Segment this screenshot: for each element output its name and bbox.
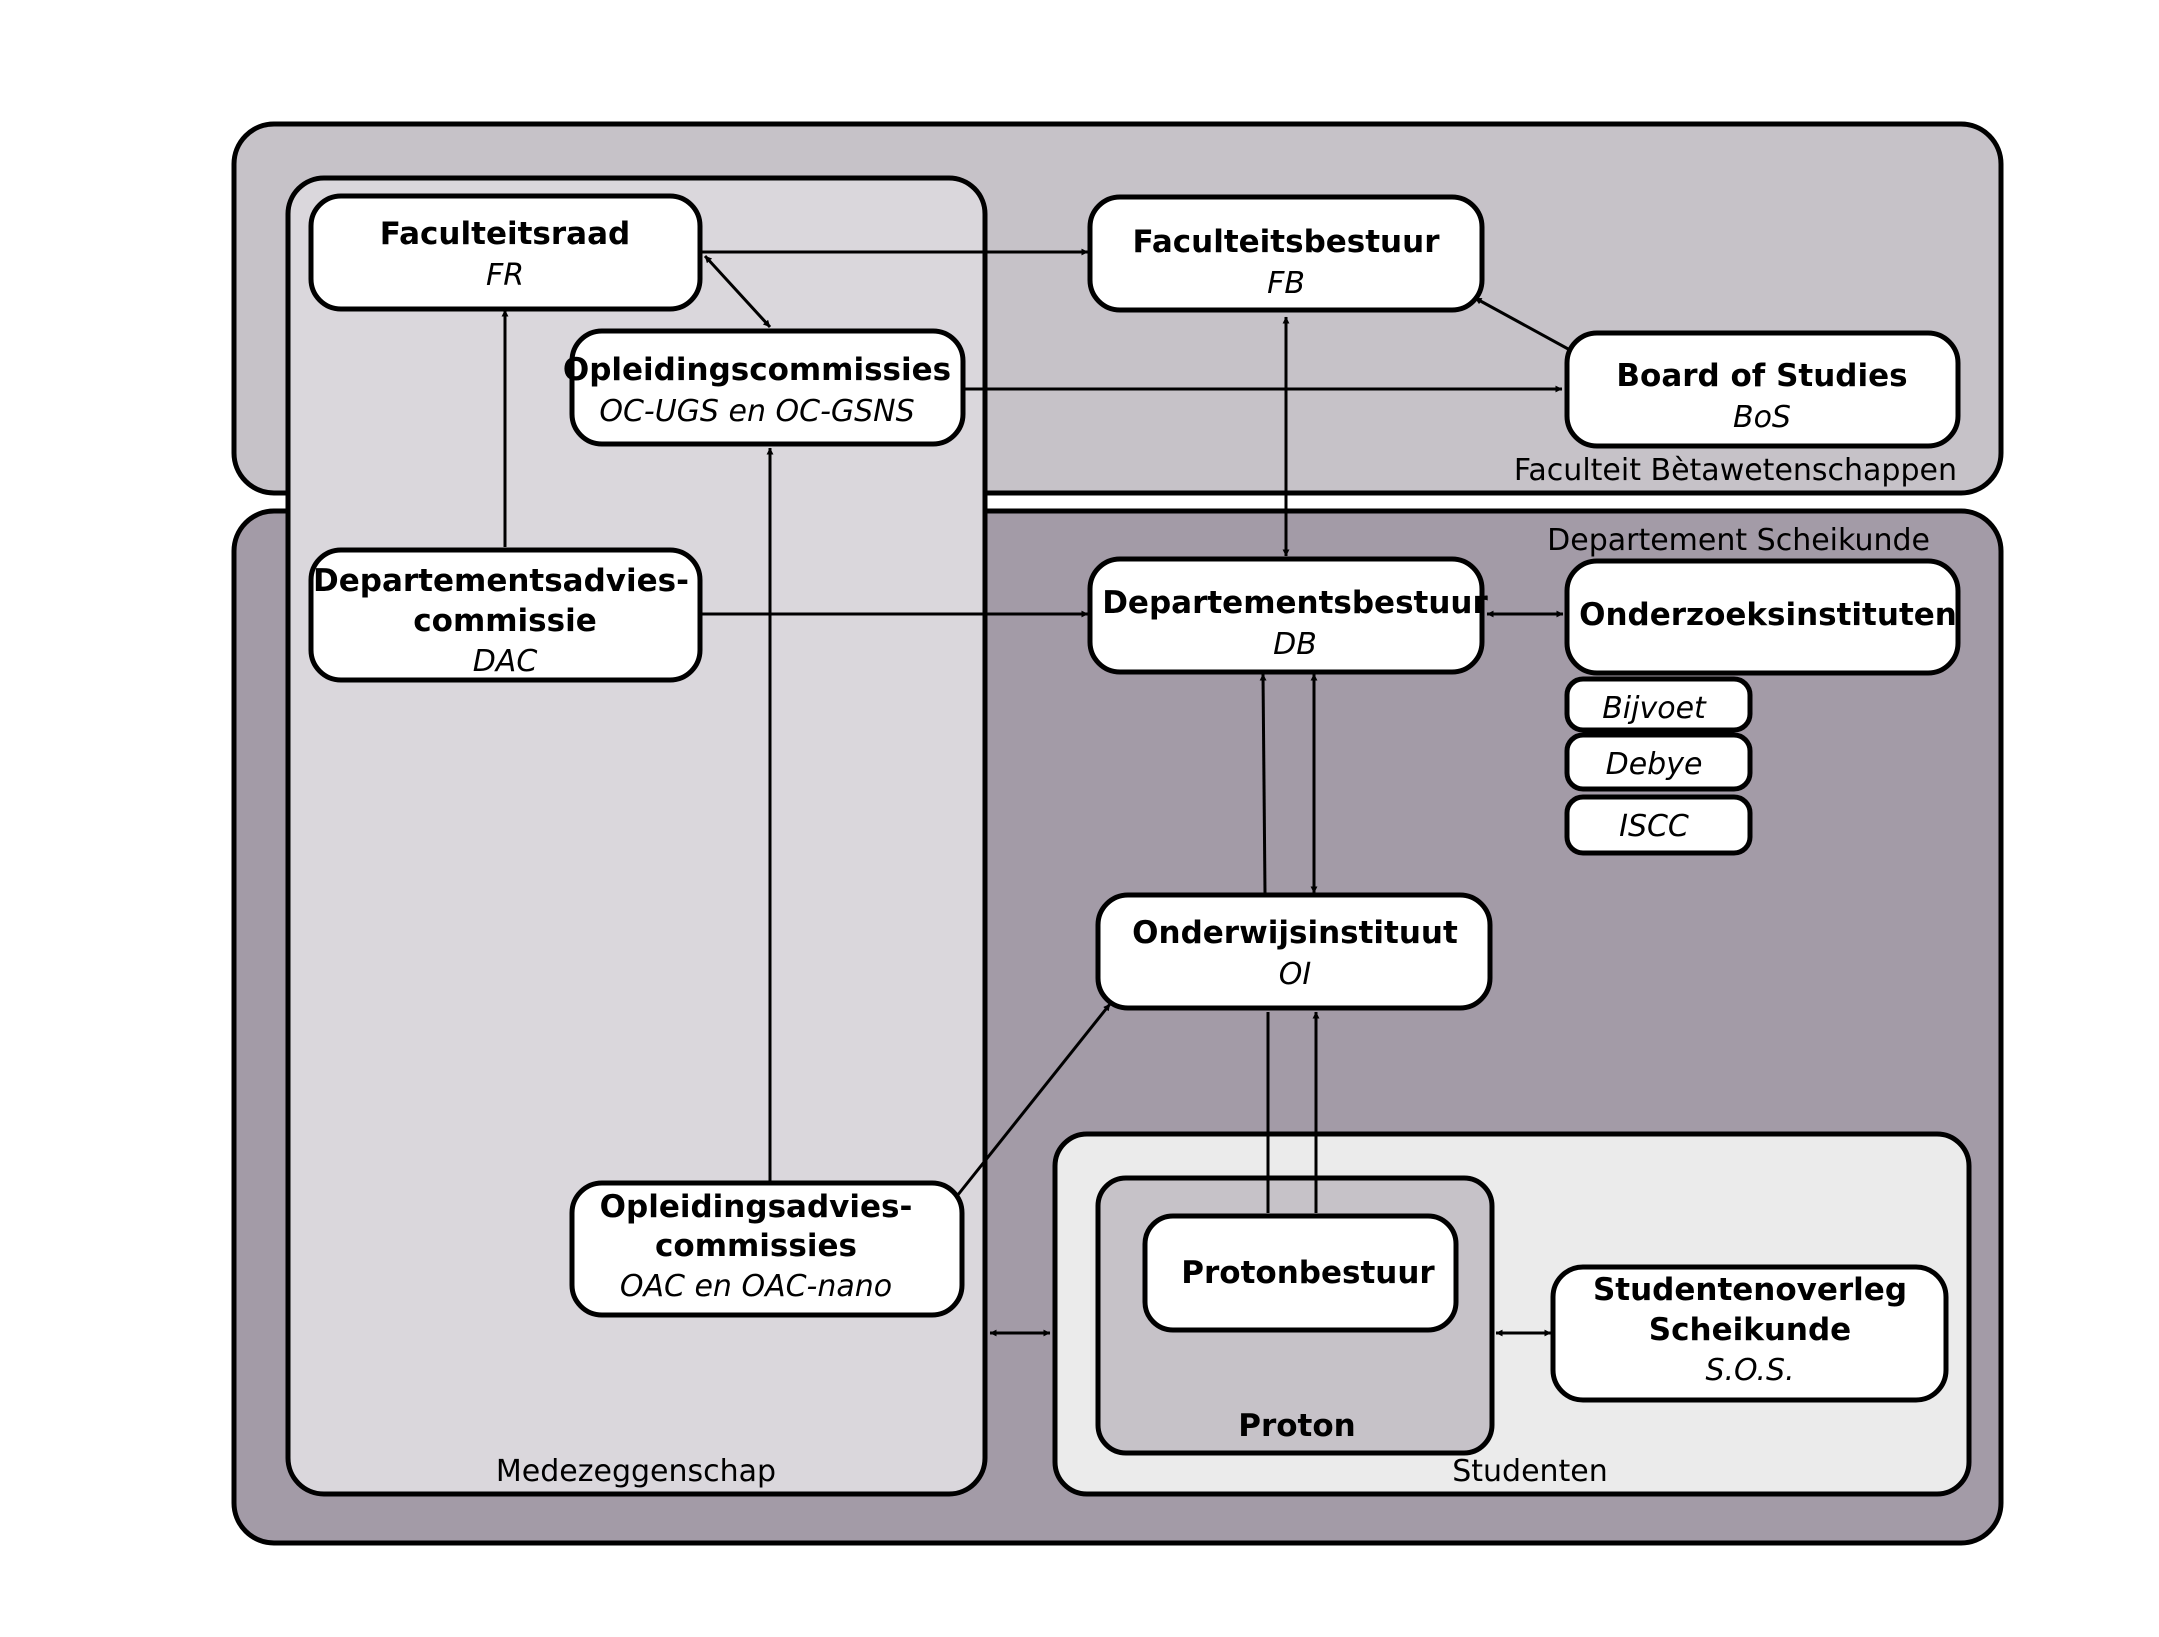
node-protonbestuur: Protonbestuur [1142, 1213, 1459, 1333]
arrow-fr-oc [703, 254, 772, 329]
sos-title-line1: Studentenoverleg [1593, 1272, 1907, 1308]
node-iscc: ISCC [1564, 794, 1753, 856]
arrow-bos-to-fb [1474, 296, 1571, 352]
sos-abbr: S.O.S. [1705, 1353, 1794, 1388]
oac-title-line1: Opleidingsadvies- [600, 1189, 913, 1225]
node-onderwijsinstituut: Onderwijsinstituut OI [1095, 892, 1493, 1011]
onderwijsinstituut-title: Onderwijsinstituut [1132, 915, 1458, 951]
node-departementsbestuur: Departementsbestuur DB [1087, 556, 1489, 675]
node-opleidingscommissies: Opleidingscommissies OC-UGS en OC-GSNS [563, 328, 966, 447]
node-departementsadviescommissie: Departementsadvies- commissie DAC [308, 547, 703, 683]
node-faculteitsbestuur: Faculteitsbestuur FB [1087, 194, 1485, 313]
oac-title-line2: commissies [655, 1228, 857, 1264]
onderwijsinstituut-abbr: OI [1279, 957, 1312, 992]
node-faculteitsraad: Faculteitsraad FR [308, 193, 703, 312]
board-of-studies-title: Board of Studies [1616, 358, 1907, 394]
arrow-oi-to-db [1259, 673, 1267, 894]
node-bijvoet: Bijvoet [1564, 676, 1753, 733]
opleidingscommissies-title: Opleidingscommissies [563, 352, 951, 388]
faculty-label: Faculteit Bètawetenschappen [1514, 453, 1957, 488]
node-onderzoeksinstituten: Onderzoeksinstituten [1564, 558, 1961, 676]
protonbestuur-title: Protonbestuur [1181, 1255, 1435, 1291]
sos-title-line2: Scheikunde [1649, 1312, 1851, 1348]
node-opleidingsadviescommissies: Opleidingsadvies- commissies OAC en OAC-… [569, 1180, 965, 1318]
dac-title-line1: Departementsadvies- [313, 563, 689, 599]
dac-title-line2: commissie [413, 603, 596, 639]
departementsbestuur-title: Departementsbestuur [1102, 585, 1488, 621]
iscc-label: ISCC [1619, 809, 1689, 844]
proton-label: Proton [1238, 1408, 1356, 1444]
dac-abbr: DAC [473, 644, 538, 679]
oac-abbr: OAC en OAC-nano [620, 1269, 892, 1304]
faculteitsbestuur-title: Faculteitsbestuur [1132, 224, 1440, 260]
participation-region [285, 175, 988, 1497]
board-of-studies-abbr: BoS [1733, 400, 1791, 435]
department-label: Departement Scheikunde [1547, 523, 1930, 558]
participation-label: Medezeggenschap [496, 1454, 776, 1489]
node-board-of-studies: Board of Studies BoS [1564, 330, 1961, 449]
faculteitsbestuur-abbr: FB [1267, 266, 1305, 301]
departementsbestuur-abbr: DB [1273, 627, 1317, 662]
node-debye: Debye [1564, 732, 1753, 792]
faculteitsraad-title: Faculteitsraad [380, 216, 630, 252]
connections [501, 248, 1571, 1337]
faculteitsraad-abbr: FR [486, 258, 524, 293]
node-studentenoverleg: Studentenoverleg Scheikunde S.O.S. [1550, 1264, 1949, 1403]
opleidingscommissies-abbr: OC-UGS en OC-GSNS [599, 394, 914, 429]
students-label: Studenten [1452, 1454, 1608, 1489]
arrow-oac-to-oi [955, 1003, 1112, 1197]
bijvoet-label: Bijvoet [1602, 691, 1707, 726]
debye-label: Debye [1606, 747, 1703, 782]
onderzoeksinstituten-title: Onderzoeksinstituten [1579, 597, 1957, 633]
